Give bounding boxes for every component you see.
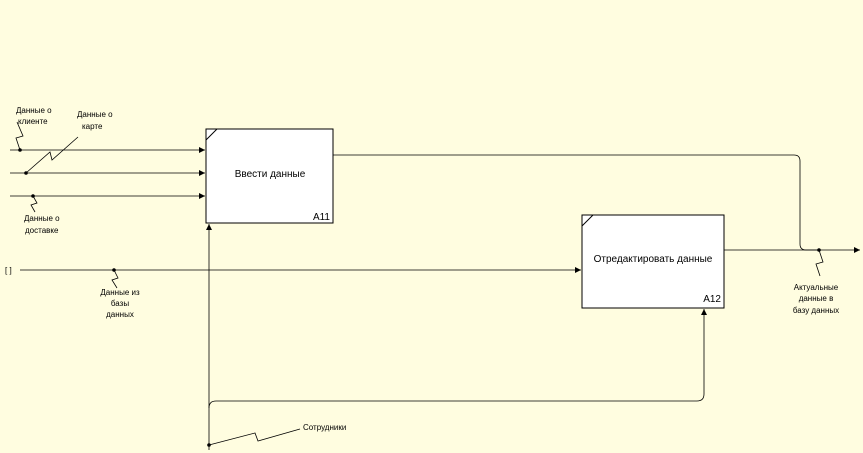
label-client-data-1: Данные о [16,106,52,115]
arrow-output-actual-data[interactable]: Актуальные данные в базу данных [724,247,860,315]
activity-box-a11[interactable]: Ввести данные A11 [205,128,334,224]
label-output-1: Актуальные [794,283,839,292]
arrow-client-data[interactable]: Данные о клиенте [10,106,205,153]
label-delivery-data-2: доставке [25,226,59,235]
box-node-a11: A11 [313,212,330,223]
box-title-a11: Ввести данные [235,169,306,180]
label-db-data-1: Данные из [100,288,140,297]
label-db-data-2: базы [111,299,129,308]
box-title-a12: Отредактировать данные [594,254,713,265]
arrow-delivery-data[interactable]: Данные о доставке [10,193,205,235]
label-output-2: данные в [799,294,834,303]
arrow-mechanism-staff[interactable]: Сотрудники [206,224,707,450]
tunnel-mark: [ ] [5,266,12,275]
label-output-3: базу данных [793,306,839,315]
label-staff: Сотрудники [303,423,346,432]
arrow-a11-output[interactable] [333,154,819,251]
label-card-data-2: карте [82,122,103,131]
label-db-data-3: данных [106,310,134,319]
arrow-card-data[interactable]: Данные о карте [10,110,205,176]
label-delivery-data-1: Данные о [24,214,60,223]
box-corner-mark [581,214,594,227]
label-card-data-1: Данные о [77,110,113,119]
activity-box-a12[interactable]: Отредактировать данные A12 [581,214,725,309]
box-node-a12: A12 [703,294,721,305]
arrow-db-data[interactable]: [ ] Данные из базы данных [5,266,581,319]
label-client-data-2: клиенте [18,117,48,126]
box-corner-mark [205,128,218,141]
